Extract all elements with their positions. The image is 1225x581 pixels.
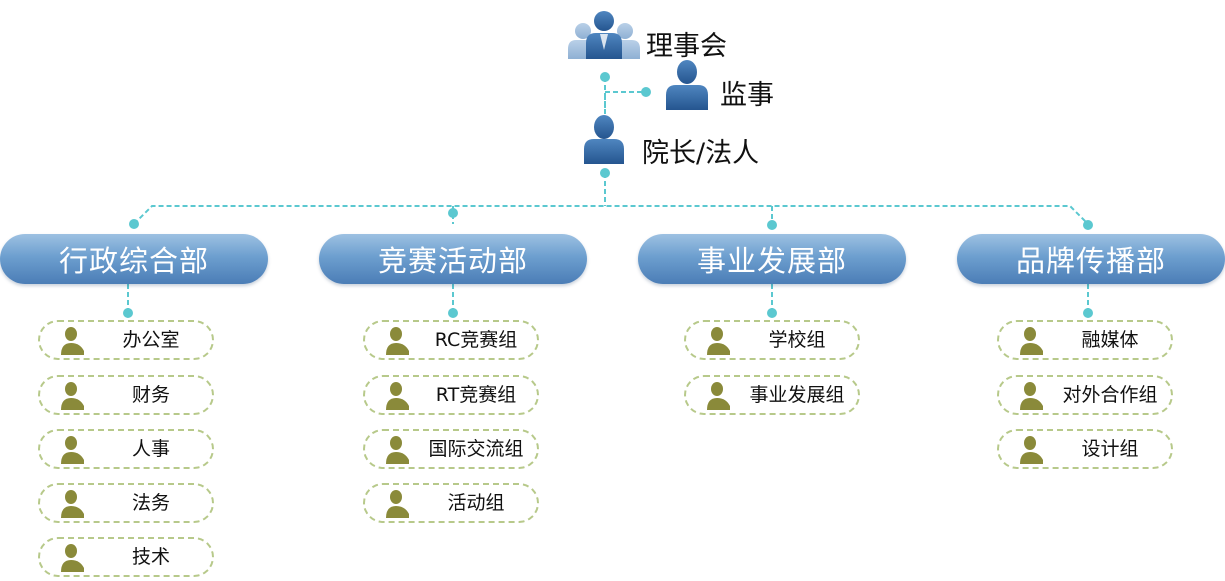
department-node[interactable]: 行政综合部 [0,234,268,284]
group-label: 国际交流组 [428,438,524,460]
group-node[interactable]: 国际交流组 [363,429,539,469]
department-label: 竞赛活动部 [377,244,528,278]
group-label: 设计组 [1081,438,1139,460]
person-icon [1020,382,1043,410]
person-icon [386,490,409,518]
connector-dot [448,308,458,318]
connector-lines [127,77,1089,313]
department-label: 行政综合部 [58,244,209,278]
group-label: 人事 [131,438,170,460]
department-node[interactable]: 品牌传播部 [957,234,1225,284]
person-icon [61,327,84,355]
group-label: 办公室 [122,329,180,351]
group-node[interactable]: 对外合作组 [997,375,1173,415]
person-icon [61,436,84,464]
person-icon [386,436,409,464]
department-node[interactable]: 事业发展部 [638,234,906,284]
person-icon [707,327,730,355]
department-label: 品牌传播部 [1015,244,1166,278]
connector-dot [1083,308,1093,318]
supervisor-connector [604,91,646,108]
group-label: 法务 [131,492,170,514]
board-label: 理事会 [646,31,727,62]
group-node[interactable]: 活动组 [363,483,539,523]
connector-dot [767,308,777,318]
connector-dot [600,168,610,178]
group-node[interactable]: 事业发展组 [684,375,860,415]
group-label: 学校组 [768,329,826,351]
department-bus-connector [133,205,1089,225]
connector-dot [767,220,777,230]
group-node[interactable]: RT竞赛组 [363,375,539,415]
group-node[interactable]: 人事 [38,429,214,469]
group-label: 活动组 [447,492,505,514]
people-group-icon [568,11,640,59]
person-icon [707,382,730,410]
person-icon [386,382,409,410]
connector-dot [123,308,133,318]
group-node[interactable]: 财务 [38,375,214,415]
group-label: 财务 [131,384,170,406]
group-node[interactable]: RC竞赛组 [363,320,539,360]
person-icon [386,327,409,355]
person-icon [584,115,624,164]
department-label: 事业发展部 [696,244,847,278]
connector-dot [641,87,651,97]
group-node[interactable]: 办公室 [38,320,214,360]
group-label: RC竞赛组 [434,329,518,351]
person-icon [61,544,84,572]
president-label: 院长/法人 [642,138,760,169]
person-icon [61,382,84,410]
group-node[interactable]: 设计组 [997,429,1173,469]
person-icon [1020,327,1043,355]
group-label: 技术 [131,546,170,568]
connector-dot [600,72,610,82]
supervisor-label: 监事 [720,80,774,111]
group-label: 融媒体 [1081,329,1139,351]
group-node[interactable]: 技术 [38,537,214,577]
group-node[interactable]: 融媒体 [997,320,1173,360]
group-label: RT竞赛组 [435,384,517,406]
person-icon [61,490,84,518]
connector-dot [1083,220,1093,230]
group-label: 对外合作组 [1062,384,1158,406]
connector-dot [129,219,139,229]
department-node[interactable]: 竞赛活动部 [319,234,587,284]
group-label: 事业发展组 [749,384,845,406]
person-icon [666,60,708,110]
group-node[interactable]: 法务 [38,483,214,523]
connector-dots [123,72,1093,318]
person-icon [1020,436,1043,464]
connector-dot [448,208,458,218]
group-node[interactable]: 学校组 [684,320,860,360]
